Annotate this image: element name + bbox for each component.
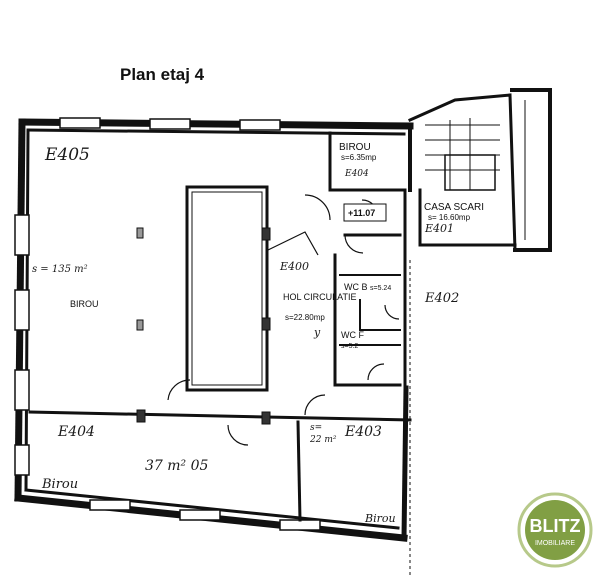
plan-title: Plan etaj 4 <box>120 65 205 84</box>
note-e401: E401 <box>424 222 454 235</box>
interior-walls <box>28 131 412 522</box>
logo-subtext: IMOBILIARE <box>535 540 575 547</box>
room-labels: BIROU s=6.35mp CASA SCARI s= 16.60mp HOL… <box>70 142 484 350</box>
note-e403: E403 <box>344 424 382 440</box>
note-s: s= <box>310 423 322 433</box>
room-name-hol-text: HOL CIRCULATIE <box>283 292 357 302</box>
note-birou-right: Birou <box>364 512 396 525</box>
columns <box>136 227 271 425</box>
note-e405: E405 <box>44 145 90 165</box>
windows <box>14 117 321 531</box>
room-name-wcb: WC B <box>344 282 368 292</box>
room-area-wcb: s=5.24 <box>370 285 391 292</box>
room-name-birou-top: BIROU <box>339 142 371 153</box>
room-name-birou-main: BIROU <box>70 299 99 309</box>
light-well <box>185 185 269 392</box>
room-area-wcf: s=5.2 <box>341 343 358 350</box>
note-y: y <box>313 326 321 339</box>
note-e404: E404 <box>57 424 95 440</box>
level-mark: +11.07 <box>348 208 375 218</box>
blitz-logo: BLITZ IMOBILIARE <box>517 492 593 568</box>
staircase <box>408 88 552 575</box>
room-area-casa-scari: s= 16.60mp <box>428 213 471 222</box>
note-birou-left: Birou <box>41 477 78 492</box>
room-name-wcf: WC F <box>341 330 364 340</box>
note-area-22: 22 m² <box>309 435 337 445</box>
note-e404-small: E404 <box>344 169 369 179</box>
room-area-hol: s=22.80mp <box>285 313 325 322</box>
note-e402: E402 <box>424 291 459 306</box>
room-area-birou-top: s=6.35mp <box>341 153 377 162</box>
room-name-casa-scari: CASA SCARI <box>424 202 484 213</box>
note-birou-area: s = 135 m² <box>32 264 88 275</box>
doors <box>167 194 400 446</box>
logo-text: BLITZ <box>530 516 581 536</box>
note-e400: E400 <box>279 260 309 273</box>
note-area-37: 37 m² 05 <box>145 458 209 474</box>
handwritten-notes: E405 s = 135 m² E404 E401 E400 E402 E404… <box>32 145 459 525</box>
room-name-hol: HOL CIRCULATIE <box>283 292 357 302</box>
